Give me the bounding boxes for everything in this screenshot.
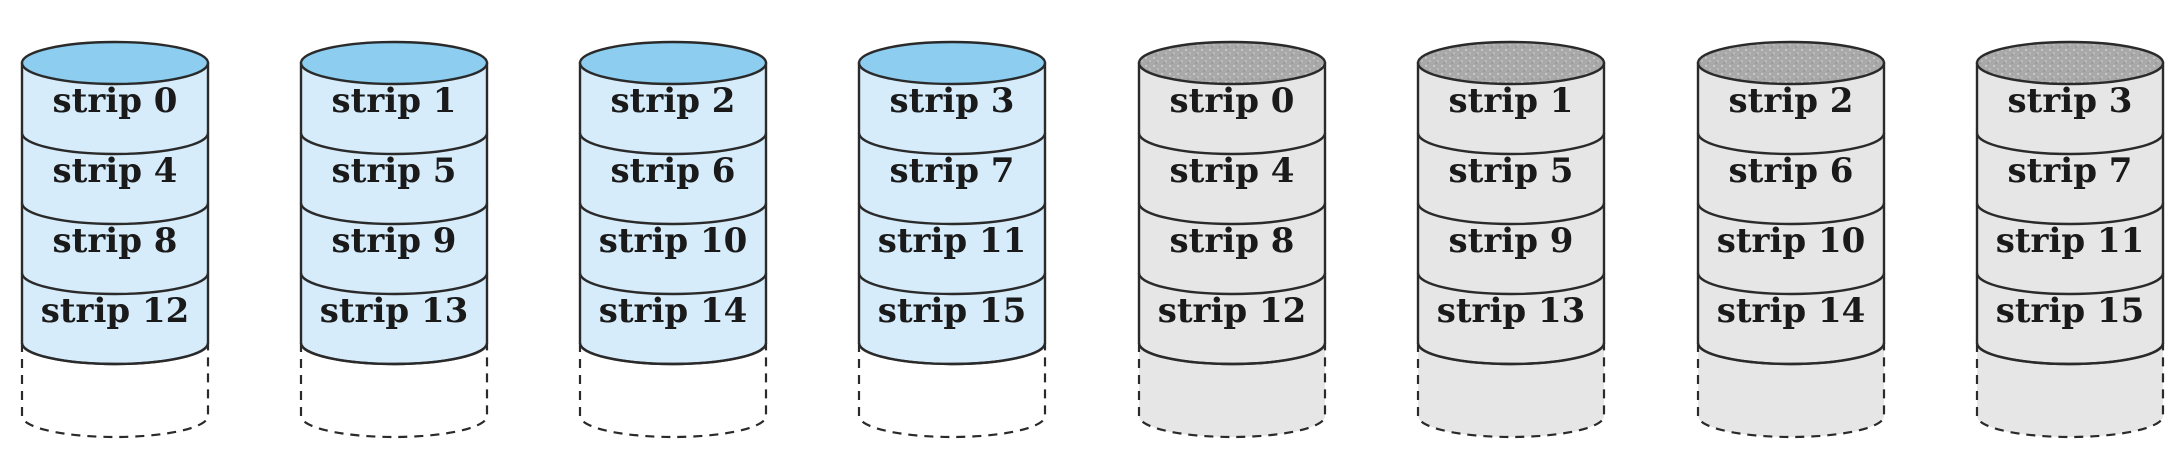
strip-divider xyxy=(857,342,1047,366)
strip-divider xyxy=(1137,202,1327,226)
disk-top-cap xyxy=(1137,40,1327,86)
disk-empty-outline xyxy=(299,343,489,439)
strip-divider xyxy=(1696,202,1886,226)
strip-label: strip 4 xyxy=(1170,151,1295,191)
disk-top-cap xyxy=(299,40,489,86)
disk-empty-area xyxy=(1418,343,1604,437)
disk-top-cap xyxy=(20,40,210,86)
strip-label: strip 8 xyxy=(53,221,178,261)
strip-divider xyxy=(1696,272,1886,296)
strip-divider xyxy=(578,342,768,366)
strip-label: strip 7 xyxy=(2008,151,2133,191)
strip-label: strip 14 xyxy=(1717,291,1866,331)
strip-label: strip 9 xyxy=(1449,221,1574,261)
disk-top-cap xyxy=(857,40,1047,86)
disk-mirror-7: strip 3 strip 7 strip 11 strip 15 xyxy=(1975,40,2165,439)
disk-primary-1: strip 1 strip 5 strip 9 strip 13 xyxy=(299,40,489,439)
strip-divider xyxy=(578,132,768,156)
disk-primary-0: strip 0 strip 4 strip 8 strip 12 xyxy=(20,40,210,439)
strip-label: strip 5 xyxy=(332,151,457,191)
disk-empty-outline xyxy=(578,343,768,439)
strip-divider xyxy=(20,342,210,366)
strip-divider xyxy=(1137,272,1327,296)
strip-label: strip 11 xyxy=(1996,221,2145,261)
strip-divider xyxy=(857,132,1047,156)
strip-label: strip 6 xyxy=(1729,151,1854,191)
strip-label: strip 15 xyxy=(878,291,1027,331)
strip-divider xyxy=(578,272,768,296)
strip-divider xyxy=(1416,132,1606,156)
strip-divider xyxy=(857,202,1047,226)
disk-top-cap xyxy=(578,40,768,86)
strip-divider xyxy=(1975,272,2165,296)
strip-label: strip 12 xyxy=(1158,291,1307,331)
strip-label: strip 14 xyxy=(599,291,748,331)
disk-empty-outline xyxy=(1975,343,2165,439)
strip-divider xyxy=(20,272,210,296)
strip-label: strip 9 xyxy=(332,221,457,261)
strip-divider xyxy=(299,342,489,366)
strip-divider xyxy=(20,132,210,156)
strip-label: strip 13 xyxy=(320,291,469,331)
strip-label: strip 13 xyxy=(1437,291,1586,331)
strip-label: strip 0 xyxy=(53,81,178,121)
strip-divider xyxy=(299,272,489,296)
disk-mirror-6: strip 2 strip 6 strip 10 strip 14 xyxy=(1696,40,1886,439)
disk-primary-2: strip 2 strip 6 strip 10 strip 14 xyxy=(578,40,768,439)
strip-divider xyxy=(1975,342,2165,366)
strip-label: strip 3 xyxy=(2008,81,2133,121)
strip-label: strip 6 xyxy=(611,151,736,191)
strip-divider xyxy=(1696,132,1886,156)
strip-label: strip 12 xyxy=(41,291,190,331)
disk-empty-outline xyxy=(1137,343,1327,439)
strip-divider xyxy=(1416,272,1606,296)
strip-divider xyxy=(1137,132,1327,156)
strip-label: strip 10 xyxy=(1717,221,1866,261)
strip-label: strip 2 xyxy=(1729,81,1854,121)
strip-label: strip 0 xyxy=(1170,81,1295,121)
disk-mirror-4: strip 0 strip 4 strip 8 strip 12 xyxy=(1137,40,1327,439)
disk-empty-outline xyxy=(20,343,210,439)
strip-label: strip 1 xyxy=(332,81,457,121)
disk-empty-area xyxy=(1977,343,2163,437)
strip-divider xyxy=(1137,342,1327,366)
strip-label: strip 8 xyxy=(1170,221,1295,261)
strip-divider xyxy=(1975,132,2165,156)
strip-divider xyxy=(1696,342,1886,366)
strip-label: strip 2 xyxy=(611,81,736,121)
strip-label: strip 5 xyxy=(1449,151,1574,191)
disk-primary-3: strip 3 strip 7 strip 11 strip 15 xyxy=(857,40,1047,439)
strip-divider xyxy=(299,132,489,156)
disk-top-cap xyxy=(1696,40,1886,86)
strip-divider xyxy=(299,202,489,226)
disk-empty-outline xyxy=(1696,343,1886,439)
disk-mirror-5: strip 1 strip 5 strip 9 strip 13 xyxy=(1416,40,1606,439)
strip-label: strip 15 xyxy=(1996,291,2145,331)
disk-empty-outline xyxy=(1416,343,1606,439)
strip-label: strip 3 xyxy=(890,81,1015,121)
disk-empty-area xyxy=(1139,343,1325,437)
strip-label: strip 1 xyxy=(1449,81,1574,121)
disk-empty-area xyxy=(1698,343,1884,437)
strip-label: strip 7 xyxy=(890,151,1015,191)
disk-top-cap xyxy=(1975,40,2165,86)
strip-divider xyxy=(1975,202,2165,226)
strip-divider xyxy=(857,272,1047,296)
strip-label: strip 4 xyxy=(53,151,178,191)
disk-top-cap xyxy=(1416,40,1606,86)
disk-empty-outline xyxy=(857,343,1047,439)
strip-divider xyxy=(1416,202,1606,226)
strip-label: strip 10 xyxy=(599,221,748,261)
strip-divider xyxy=(20,202,210,226)
strip-divider xyxy=(1416,342,1606,366)
strip-label: strip 11 xyxy=(878,221,1027,261)
strip-divider xyxy=(578,202,768,226)
